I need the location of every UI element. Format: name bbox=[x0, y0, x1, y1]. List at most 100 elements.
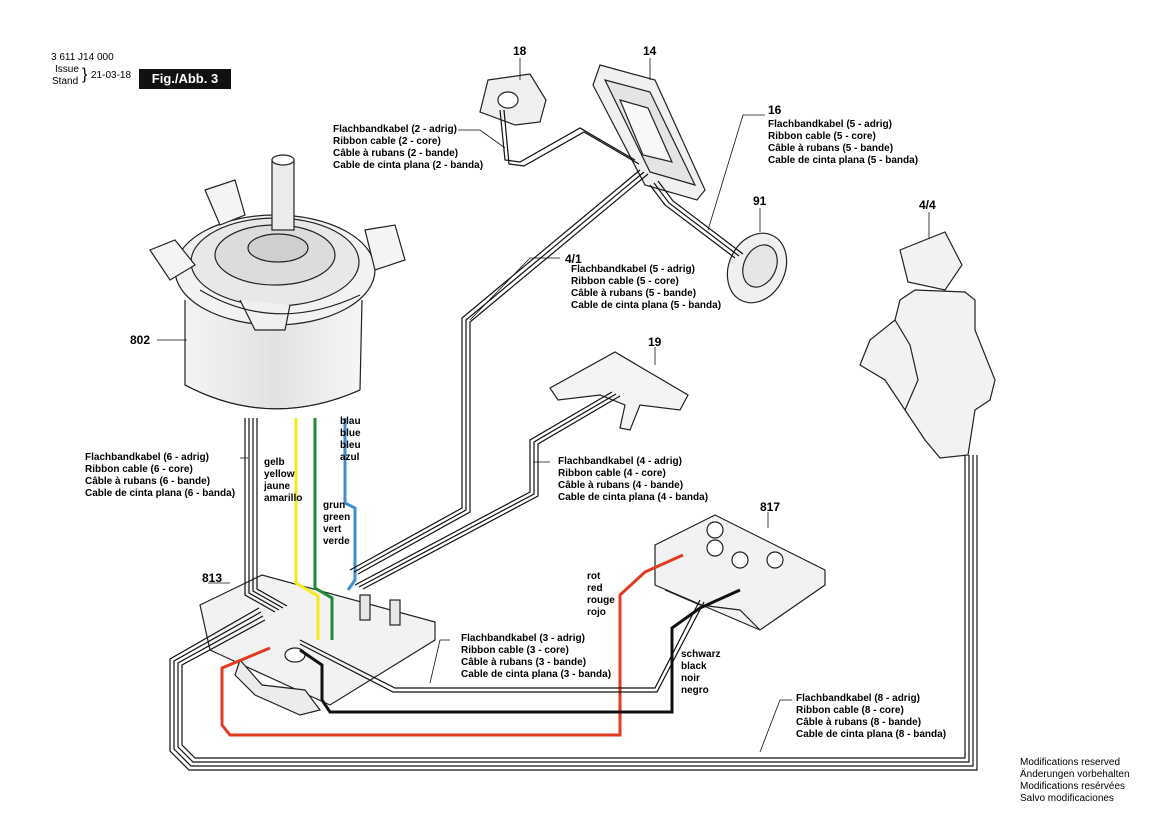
cable-41-de: Flachbandkabel (5 - adrig) bbox=[571, 264, 695, 275]
blue-de: blau bbox=[340, 416, 361, 427]
red-en: red bbox=[587, 583, 603, 594]
cable-label-5-core-16: Flachbandkabel (5 - adrig) Ribbon cable … bbox=[768, 119, 918, 167]
stand-label: Stand bbox=[52, 76, 79, 87]
footer-de: Änderungen vorbehalten bbox=[1020, 769, 1130, 780]
black-fr: noir bbox=[681, 673, 700, 684]
blue-es: azul bbox=[340, 452, 360, 463]
footer-en: Modifications reserved bbox=[1020, 757, 1121, 768]
date: 21-03-18 bbox=[91, 70, 132, 81]
board-817 bbox=[654, 514, 826, 631]
green-fr: vert bbox=[323, 524, 342, 535]
cable-3-es: Cable de cinta plana (3 - banda) bbox=[461, 669, 612, 680]
cable-8-fr: Câble à rubans (8 - bande) bbox=[796, 717, 922, 728]
ribbon-cable-4-1 bbox=[349, 169, 649, 575]
yellow-de: gelb bbox=[264, 457, 285, 468]
cable-6-de: Flachbandkabel (6 - adrig) bbox=[85, 452, 209, 463]
ribbon-cable-8 bbox=[169, 455, 978, 771]
blue-en: blue bbox=[340, 428, 361, 439]
blue-fr: bleu bbox=[340, 440, 361, 451]
wire-label-yellow: gelb yellow jaune amarillo bbox=[264, 457, 302, 505]
switch-18 bbox=[479, 73, 547, 126]
part-4-1: 4/1 bbox=[565, 252, 582, 266]
black-es: negro bbox=[681, 685, 709, 696]
yellow-es: amarillo bbox=[264, 493, 303, 504]
ribbon-cable-2 bbox=[499, 109, 640, 167]
cable-4-en: Ribbon cable (4 - core) bbox=[558, 468, 666, 479]
cable-16-en: Ribbon cable (5 - core) bbox=[768, 131, 876, 142]
footer-es: Salvo modificaciones bbox=[1020, 793, 1114, 804]
ribbon-cable-4 bbox=[354, 391, 621, 590]
part-19: 19 bbox=[648, 335, 662, 349]
cable-16-es: Cable de cinta plana (5 - banda) bbox=[768, 155, 919, 166]
cable-6-fr: Câble à rubans (6 - bande) bbox=[85, 476, 211, 487]
cable-2-es: Cable de cinta plana (2 - banda) bbox=[333, 160, 484, 171]
cable-label-8-core: Flachbandkabel (8 - adrig) Ribbon cable … bbox=[796, 693, 946, 741]
issue-label: Issue bbox=[55, 64, 79, 75]
motor-802 bbox=[149, 154, 406, 410]
cable-label-3-core: Flachbandkabel (3 - adrig) Ribbon cable … bbox=[461, 633, 611, 681]
cable-8-en: Ribbon cable (8 - core) bbox=[796, 705, 904, 716]
black-de: schwarz bbox=[681, 649, 721, 660]
cable-4-de: Flachbandkabel (4 - adrig) bbox=[558, 456, 682, 467]
black-wire bbox=[299, 588, 741, 714]
green-es: verde bbox=[323, 536, 350, 547]
led-ring-91 bbox=[726, 232, 788, 304]
part-18: 18 bbox=[513, 44, 527, 58]
cable-8-es: Cable de cinta plana (8 - banda) bbox=[796, 729, 947, 740]
ribbon-cable-6 bbox=[244, 418, 288, 613]
cable-2-de: Flachbandkabel (2 - adrig) bbox=[333, 124, 457, 135]
cable-41-fr: Câble à rubans (5 - bande) bbox=[571, 288, 697, 299]
ribbon-cable-5 bbox=[649, 180, 744, 259]
yellow-en: yellow bbox=[264, 469, 295, 480]
cable-16-fr: Câble à rubans (5 - bande) bbox=[768, 143, 894, 154]
cable-8-de: Flachbandkabel (8 - adrig) bbox=[796, 693, 920, 704]
motor-wires bbox=[294, 418, 357, 640]
control-panel-14 bbox=[592, 64, 706, 201]
wire-label-green: grun green vert verde bbox=[323, 500, 350, 548]
ribbon-cable-3 bbox=[299, 599, 705, 693]
cable-41-es: Cable de cinta plana (5 - banda) bbox=[571, 300, 722, 311]
part-813: 813 bbox=[202, 571, 223, 585]
green-de: grun bbox=[323, 500, 346, 511]
red-es: rojo bbox=[587, 607, 606, 618]
part-802: 802 bbox=[130, 333, 151, 347]
black-en: black bbox=[681, 661, 707, 672]
handle-4-4 bbox=[859, 231, 996, 459]
modifications-note: Modifications reserved Änderungen vorbeh… bbox=[1020, 757, 1130, 805]
cable-3-fr: Câble à rubans (3 - bande) bbox=[461, 657, 587, 668]
cable-16-de: Flachbandkabel (5 - adrig) bbox=[768, 119, 892, 130]
leader-lines bbox=[157, 58, 930, 753]
part-16: 16 bbox=[768, 103, 782, 117]
part-14: 14 bbox=[643, 44, 657, 58]
brace: } bbox=[82, 66, 88, 83]
wire-label-black: schwarz black noir negro bbox=[681, 649, 720, 697]
cable-4-es: Cable de cinta plana (4 - banda) bbox=[558, 492, 709, 503]
cable-6-es: Cable de cinta plana (6 - banda) bbox=[85, 488, 236, 499]
cable-label-6-core: Flachbandkabel (6 - adrig) Ribbon cable … bbox=[85, 452, 235, 500]
cable-label-5-core-4-1: Flachbandkabel (5 - adrig) Ribbon cable … bbox=[571, 264, 721, 312]
red-wire bbox=[220, 553, 684, 737]
cable-2-fr: Câble à rubans (2 - bande) bbox=[333, 148, 459, 159]
part-91: 91 bbox=[753, 194, 767, 208]
bracket-19 bbox=[549, 351, 689, 431]
part-817: 817 bbox=[760, 500, 781, 514]
part-4-4: 4/4 bbox=[919, 198, 936, 212]
wire-label-blue: blau blue bleu azul bbox=[340, 416, 361, 464]
cable-3-en: Ribbon cable (3 - core) bbox=[461, 645, 569, 656]
footer-fr: Modifications resérvées bbox=[1020, 781, 1126, 792]
red-de: rot bbox=[587, 571, 601, 582]
doc-number: 3 611 J14 000 bbox=[51, 52, 114, 63]
cable-4-fr: Câble à rubans (4 - bande) bbox=[558, 480, 684, 491]
cable-41-en: Ribbon cable (5 - core) bbox=[571, 276, 679, 287]
yellow-fr: jaune bbox=[264, 481, 291, 492]
cable-2-en: Ribbon cable (2 - core) bbox=[333, 136, 441, 147]
cable-label-2-core: Flachbandkabel (2 - adrig) Ribbon cable … bbox=[333, 124, 483, 172]
figure-label: Fig./Abb. 3 bbox=[139, 69, 231, 89]
green-en: green bbox=[323, 512, 351, 523]
cable-3-de: Flachbandkabel (3 - adrig) bbox=[461, 633, 585, 644]
cable-label-4-core: Flachbandkabel (4 - adrig) Ribbon cable … bbox=[558, 456, 708, 504]
wire-label-red: rot red rouge rojo bbox=[587, 571, 615, 619]
cable-6-en: Ribbon cable (6 - core) bbox=[85, 464, 193, 475]
red-fr: rouge bbox=[587, 595, 615, 606]
